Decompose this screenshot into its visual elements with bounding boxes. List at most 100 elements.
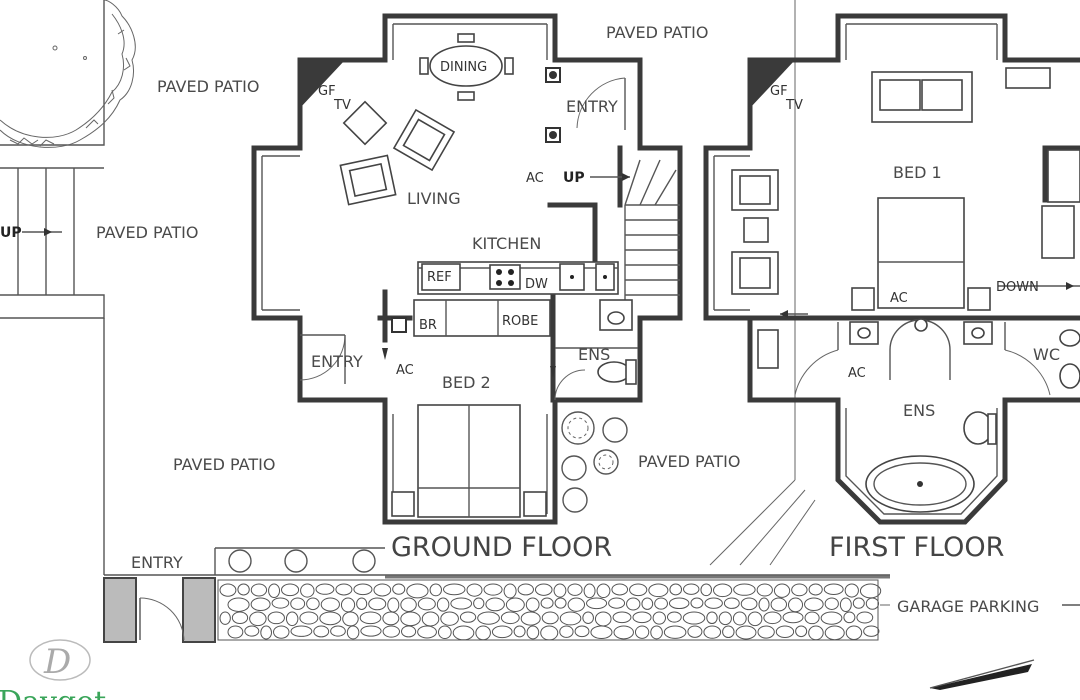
ground-stairs	[590, 159, 680, 300]
patio-label-5: PAVED PATIO	[638, 452, 740, 471]
stone	[608, 597, 626, 609]
patio-label-2: PAVED PATIO	[96, 223, 198, 242]
logo-text: Daygot	[0, 685, 106, 700]
stone	[713, 583, 733, 598]
stone	[808, 583, 823, 596]
stone	[634, 625, 650, 639]
first-ens-label: ENS	[903, 401, 935, 420]
stone	[359, 611, 382, 625]
stone	[567, 583, 583, 596]
stone	[703, 625, 722, 639]
first-tv-label: TV	[785, 98, 803, 113]
stone	[392, 583, 406, 595]
north-arrow-icon	[929, 659, 1035, 690]
stone	[823, 583, 844, 596]
stone	[290, 625, 313, 637]
first-ac-label: AC	[848, 366, 866, 381]
stone	[475, 625, 491, 641]
stone	[267, 611, 285, 625]
stone	[382, 611, 400, 626]
stone	[843, 611, 856, 624]
entry-path	[103, 547, 890, 643]
stone	[400, 597, 417, 612]
stone	[459, 611, 477, 623]
stone	[353, 583, 373, 596]
stone	[733, 583, 756, 596]
stone	[611, 583, 629, 596]
tree-canopy	[0, 0, 136, 148]
stone	[300, 583, 315, 598]
logo-monogram: D	[43, 642, 71, 682]
br-robe	[391, 299, 551, 337]
stone	[666, 611, 682, 623]
stone	[440, 611, 459, 626]
stone	[437, 625, 452, 640]
stone	[505, 597, 525, 612]
wc-label: WC	[1033, 345, 1060, 364]
ground-floor-walls	[251, 13, 683, 525]
stone	[682, 611, 706, 625]
stone	[525, 597, 540, 612]
street-entry-label: ENTRY	[131, 553, 183, 572]
stone	[559, 611, 582, 626]
stone	[590, 625, 613, 639]
stone	[773, 583, 791, 598]
dw-label: DW	[525, 277, 548, 292]
stone	[315, 583, 335, 595]
stone	[406, 583, 429, 599]
stone	[740, 597, 758, 611]
shrubs	[561, 411, 628, 513]
stone	[450, 597, 473, 610]
stone	[231, 611, 249, 625]
labels: PAVED PATIO PAVED PATIO PAVED PATIO PAVE…	[0, 23, 1060, 616]
stone	[626, 597, 641, 611]
dining-label: DINING	[440, 60, 487, 75]
stone	[770, 597, 788, 612]
stone	[285, 611, 299, 627]
stone	[281, 583, 300, 597]
ground-floor-title: GROUND FLOOR	[391, 532, 612, 563]
stone	[641, 597, 654, 610]
stone	[582, 611, 594, 624]
living-label: LIVING	[407, 189, 461, 208]
stone	[346, 625, 360, 640]
stone	[227, 625, 244, 639]
stone	[299, 611, 319, 625]
stone	[271, 597, 290, 609]
stone-wall	[219, 583, 882, 641]
deck-up-label: UP	[0, 225, 22, 241]
stone	[268, 583, 281, 599]
stone	[687, 625, 703, 638]
ground-ac-label: AC	[526, 171, 544, 186]
robe-label: ROBE	[502, 314, 538, 329]
stone	[596, 583, 611, 599]
ground-up-label: UP	[563, 170, 585, 186]
bed1-label: BED 1	[893, 163, 942, 182]
logo: D Daygot	[0, 639, 106, 700]
stone	[417, 625, 437, 639]
stone	[540, 625, 559, 641]
stone	[335, 583, 353, 596]
patio-label-3: PAVED PATIO	[173, 455, 275, 474]
stone	[491, 625, 513, 639]
stone	[417, 597, 436, 611]
stone	[788, 597, 804, 613]
stone	[583, 583, 596, 599]
stone	[824, 597, 839, 610]
stone	[534, 583, 553, 596]
stone	[865, 597, 880, 610]
stone	[360, 625, 382, 637]
stone	[594, 611, 612, 627]
stone	[718, 611, 732, 626]
patio-label-4: PAVED PATIO	[606, 23, 708, 42]
stone	[290, 597, 306, 610]
stone	[500, 611, 520, 625]
ground-windows	[392, 23, 548, 514]
stone	[763, 611, 782, 625]
stone	[567, 597, 586, 612]
bed2-ac-label: AC	[396, 363, 414, 378]
stone	[782, 611, 804, 624]
stone	[517, 583, 534, 596]
